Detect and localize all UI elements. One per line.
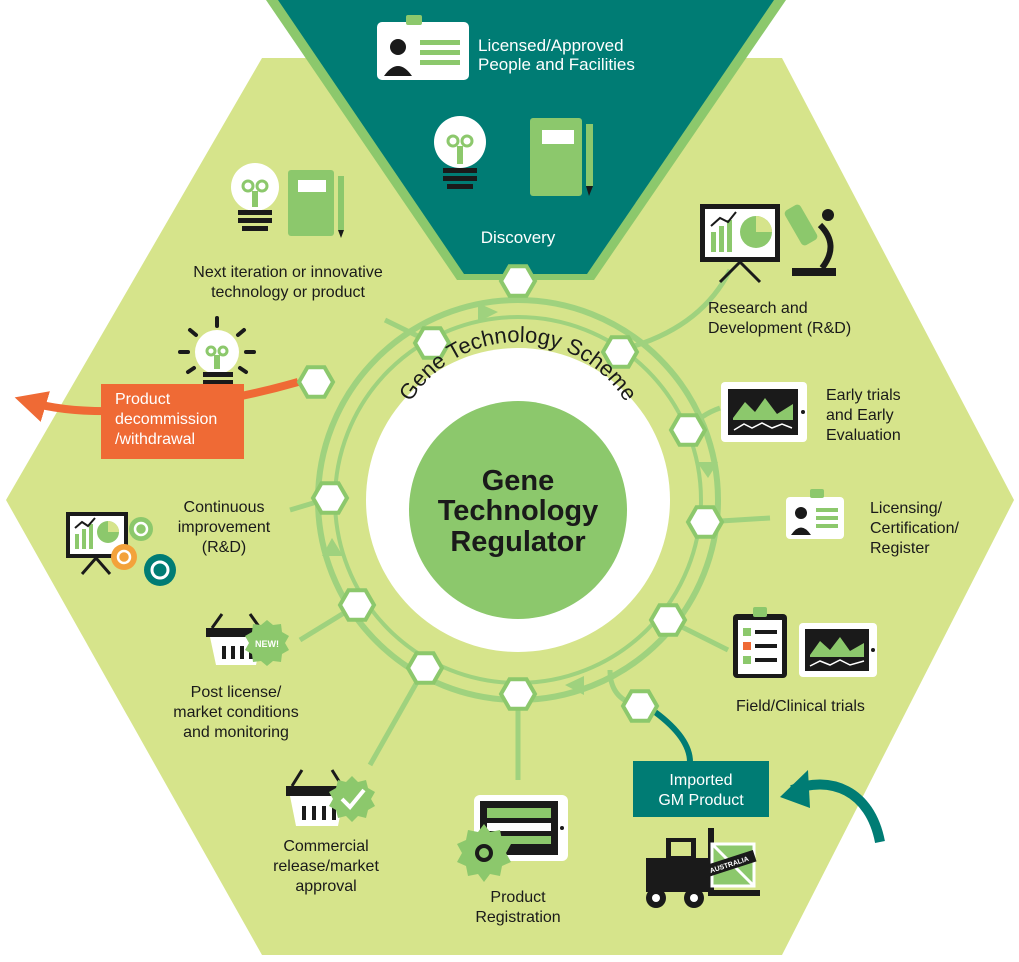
licensing-label-line2: Certification/ bbox=[870, 520, 959, 537]
import-arrow-left bbox=[653, 709, 693, 763]
imported-label-line2: GM Product bbox=[658, 792, 744, 809]
ring-node-5 bbox=[648, 603, 688, 637]
discovery-label: Discovery bbox=[481, 228, 556, 247]
improvement-chart-icon bbox=[66, 512, 128, 575]
microscope-icon bbox=[784, 204, 836, 276]
discovery-notebook-icon bbox=[530, 118, 593, 196]
research-label-line2: Development (R&D) bbox=[708, 320, 851, 337]
ring-node-10 bbox=[310, 481, 350, 515]
ring-node-11 bbox=[412, 326, 452, 360]
ring-node-7 bbox=[498, 677, 538, 711]
new-badge-text: NEW! bbox=[255, 639, 279, 649]
presentation-chart-icon bbox=[700, 204, 780, 284]
imported-label-line1: Imported bbox=[669, 772, 732, 789]
certificate-rosette-icon bbox=[457, 824, 511, 882]
field-trials-label: Field/Clinical trials bbox=[736, 698, 865, 715]
decommission-label-line3: /withdrawal bbox=[115, 431, 195, 448]
ring-arrow-bottom bbox=[565, 676, 584, 695]
post-license-label-line1: Post license/ bbox=[191, 684, 282, 701]
continuous-label-line2: improvement bbox=[178, 519, 271, 536]
decommission-label-line2: decommission bbox=[115, 411, 217, 428]
next-iteration-notebook-icon bbox=[288, 170, 344, 238]
center-circle bbox=[409, 401, 627, 619]
ring-arrow-right bbox=[697, 462, 718, 478]
licensing-label-line3: Register bbox=[870, 540, 930, 557]
early-trials-label-line2: and Early bbox=[826, 407, 894, 424]
clipboard-checklist-icon bbox=[733, 607, 787, 678]
early-trials-label-line3: Evaluation bbox=[826, 427, 901, 444]
discovery-bulb-icon bbox=[434, 116, 486, 189]
basket-check-icon bbox=[286, 769, 375, 826]
ring-node-12 bbox=[296, 365, 336, 399]
ring-node-1 bbox=[498, 264, 538, 298]
center-title-line1: Gene bbox=[482, 465, 555, 497]
ring-node-3 bbox=[668, 413, 708, 447]
licence-card-icon bbox=[377, 15, 469, 80]
commercial-label-line3: approval bbox=[295, 878, 356, 895]
monitor-graph-icon bbox=[721, 382, 807, 442]
ring-node-4 bbox=[685, 505, 725, 539]
decommission-box bbox=[101, 384, 244, 459]
decommission-label-line1: Product bbox=[115, 391, 171, 408]
ring-node-9 bbox=[337, 588, 377, 622]
next-iteration-bulb-icon bbox=[231, 163, 279, 231]
licensing-label-line1: Licensing/ bbox=[870, 500, 943, 517]
next-iteration-label-line2: technology or product bbox=[211, 284, 365, 301]
post-license-label-line2: market conditions bbox=[173, 704, 298, 721]
ring-node-6 bbox=[620, 689, 660, 723]
bright-bulb-icon bbox=[178, 316, 256, 385]
post-license-label-line3: and monitoring bbox=[183, 724, 289, 741]
basket-new-icon: NEW! bbox=[206, 613, 289, 666]
continuous-label-line1: Continuous bbox=[184, 499, 265, 516]
next-iteration-label-line1: Next iteration or innovative bbox=[193, 264, 383, 281]
imported-box bbox=[633, 761, 769, 817]
center-title-line2: Technology bbox=[438, 495, 599, 527]
ring-node-2 bbox=[600, 335, 640, 369]
commercial-label-line2: release/market bbox=[273, 858, 379, 875]
ring-arrow-top bbox=[478, 303, 498, 322]
licensed-label-line1: Licensed/Approved bbox=[478, 36, 624, 55]
ring-node-8 bbox=[405, 651, 445, 685]
licensed-label-line2: People and Facilities bbox=[478, 55, 635, 74]
ring-arrow-left bbox=[322, 538, 343, 556]
import-arrow-head bbox=[780, 770, 810, 808]
early-trials-label-line1: Early trials bbox=[826, 387, 901, 404]
australia-crate-icon: AUSTRALIA bbox=[701, 842, 757, 888]
continuous-label-line3: (R&D) bbox=[202, 539, 246, 556]
registration-label-line2: Registration bbox=[475, 909, 560, 926]
field-monitor-icon bbox=[799, 623, 877, 677]
licensing-card-icon bbox=[786, 489, 844, 539]
research-label-line1: Research and bbox=[708, 300, 808, 317]
commercial-label-line1: Commercial bbox=[283, 838, 368, 855]
registration-tablet-icon bbox=[474, 795, 568, 861]
registration-label-line1: Product bbox=[490, 889, 546, 906]
center-title-line3: Regulator bbox=[450, 526, 585, 558]
ring-nodes bbox=[296, 264, 725, 723]
refresh-icons bbox=[111, 517, 176, 586]
